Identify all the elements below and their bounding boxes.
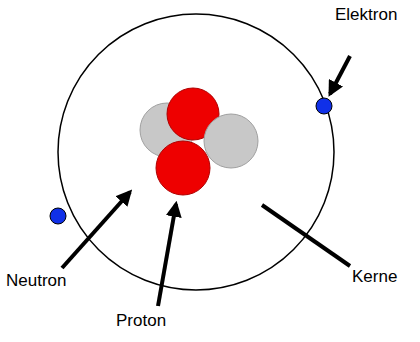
- proton: [156, 141, 210, 195]
- leader-arrow: [158, 204, 176, 306]
- part-label: Kerne: [352, 268, 397, 287]
- electron: [50, 208, 66, 224]
- part-label: Elektron: [335, 6, 397, 25]
- part-label: Proton: [116, 312, 166, 331]
- leader-arrow: [62, 192, 130, 268]
- part-label: Neutron: [6, 272, 66, 291]
- leader-line: [262, 205, 350, 266]
- leader-arrow: [330, 56, 350, 94]
- neutron: [204, 114, 258, 168]
- electron-orbit: [58, 14, 334, 290]
- electron: [316, 98, 332, 114]
